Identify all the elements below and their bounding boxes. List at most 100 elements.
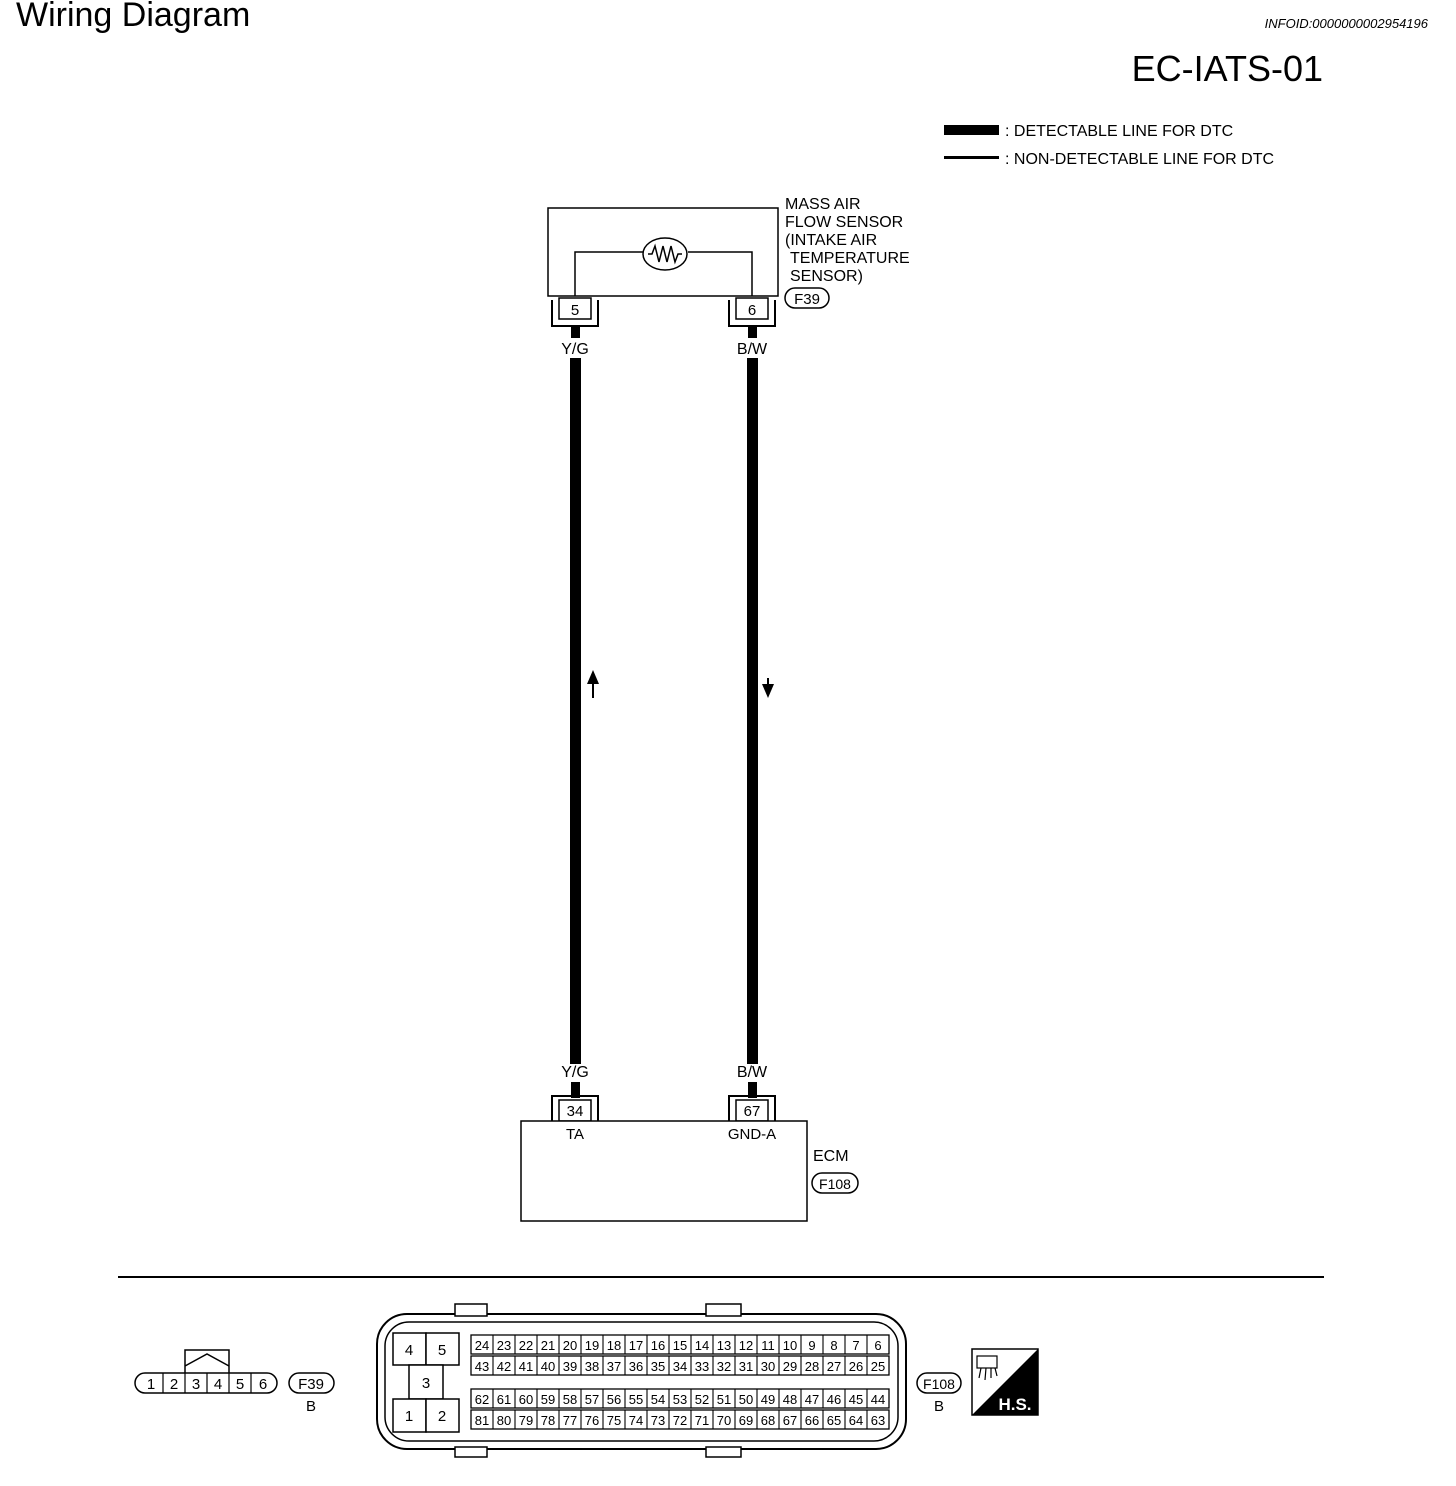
f108-pin: 22 [519,1338,533,1353]
f108-pin: 72 [673,1413,687,1428]
f108-pin: 73 [651,1413,665,1428]
f108-pin: 75 [607,1413,621,1428]
f108-pin: 18 [607,1338,621,1353]
ecm-name: ECM [813,1148,849,1165]
f108-pin: 69 [739,1413,753,1428]
f108-pin: 74 [629,1413,643,1428]
f108-housing-inner [384,1321,899,1442]
wire-y-g: Y/G Y/G [561,326,599,1098]
f108-pin: 81 [475,1413,489,1428]
f39-housing [134,1372,278,1394]
f39-pin-4: 4 [214,1376,222,1393]
page-code: EC-IATS-01 [1131,48,1323,89]
f108-pin: 16 [651,1338,665,1353]
f39-pin-6: 6 [259,1376,267,1393]
f108-badge [916,1372,962,1394]
sensor-name-line-5: SENSOR) [790,268,863,285]
wire-y-g-bottom-label: Y/G [561,1064,589,1081]
f108-pin: 15 [673,1338,687,1353]
sensor-connector-badge [784,287,830,309]
f108-pin-1: 1 [405,1408,413,1425]
f108-pin: 63 [871,1413,885,1428]
f108-pin: 25 [871,1359,885,1374]
f108-pin: 61 [497,1392,511,1407]
f108-pin: 70 [717,1413,731,1428]
ecm-connector-badge [811,1172,859,1194]
mass-air-flow-sensor: MASS AIR FLOW SENSOR (INTAKE AIR TEMPERA… [547,196,910,327]
ecm-pin-67: 67 [728,1095,776,1122]
f108-pin: 42 [497,1359,511,1374]
f108-pin: 39 [563,1359,577,1374]
f108-pin: 76 [585,1413,599,1428]
f108-pin-row-3 [470,1388,890,1409]
f108-pin: 49 [761,1392,775,1407]
f108-pin: 19 [585,1338,599,1353]
f108-tab-top-right [705,1303,742,1317]
f108-pin: 78 [541,1413,555,1428]
f39-badge-label: F39 [298,1376,324,1393]
f108-tab-bottom-left [454,1446,488,1458]
f108-pin: 43 [475,1359,489,1374]
f39-badge [288,1372,335,1394]
f108-pin-row-4 [470,1409,890,1430]
sensor-internal-wire-right [688,251,753,296]
f108-pin: 62 [475,1392,489,1407]
f108-pin: 56 [607,1392,621,1407]
f108-pin: 8 [830,1338,837,1353]
f108-pin-row-2 [470,1355,890,1376]
f108-pin: 9 [808,1338,815,1353]
sensor-pin-5: 5 [551,297,599,327]
f108-pin: 38 [585,1359,599,1374]
f108-pin: 41 [519,1359,533,1374]
f108-pin: 59 [541,1392,555,1407]
sensor-name-line-1: MASS AIR [785,196,861,213]
f108-pin: 10 [783,1338,797,1353]
f108-pin: 60 [519,1392,533,1407]
wire-b-w-bottom-label: B/W [737,1064,768,1081]
f108-pin: 66 [805,1413,819,1428]
wire-y-g-top-label: Y/G [561,341,589,358]
info-id: INFOID:0000000002954196 [1264,16,1428,31]
f108-tab-top-left [454,1303,488,1317]
wire-b-w-top-label: B/W [737,341,768,358]
f39-pin-2: 2 [170,1376,178,1393]
sensor-name-line-3: (INTAKE AIR [785,232,877,249]
f108-pin: 77 [563,1413,577,1428]
legend-non-detectable-label: : NON-DETECTABLE LINE FOR DTC [1005,151,1274,168]
f108-pin: 50 [739,1392,753,1407]
f108-badge-label: F108 [923,1376,955,1392]
legend: : DETECTABLE LINE FOR DTC : NON-DETECTAB… [944,123,1274,168]
f108-pin: 24 [475,1338,489,1353]
harness-side-icon: H.S. [971,1348,1039,1416]
f108-pin: 44 [871,1392,885,1407]
sensor-name-line-4: TEMPERATURE [790,250,910,267]
f108-pin: 20 [563,1338,577,1353]
sensor-pin-6-label: 6 [748,302,756,319]
connector-f39-face: 1 2 3 4 5 6 F39 B [134,1349,335,1415]
f108-pin: 55 [629,1392,643,1407]
f108-pin: 65 [827,1413,841,1428]
f108-pin: 30 [761,1359,775,1374]
ecm-pin-67-label: 67 [744,1103,761,1120]
f108-pin: 31 [739,1359,753,1374]
sensor-pin-6: 6 [728,297,776,327]
f108-pin: 29 [783,1359,797,1374]
thermistor-icon [642,237,688,271]
f108-pin: 23 [497,1338,511,1353]
sensor-pin-5-label: 5 [571,302,579,319]
f39-pin-3: 3 [192,1376,200,1393]
f108-pin: 46 [827,1392,841,1407]
f108-pin: 35 [651,1359,665,1374]
f108-pin: 58 [563,1392,577,1407]
f108-pin-2: 2 [438,1408,446,1425]
f108-pin: 12 [739,1338,753,1353]
f108-pin-3: 3 [422,1375,430,1392]
legend-thick-line [944,125,999,135]
f108-pin: 48 [783,1392,797,1407]
page-title: Wiring Diagram [16,0,251,34]
f108-pin: 68 [761,1413,775,1428]
f108-pin: 52 [695,1392,709,1407]
